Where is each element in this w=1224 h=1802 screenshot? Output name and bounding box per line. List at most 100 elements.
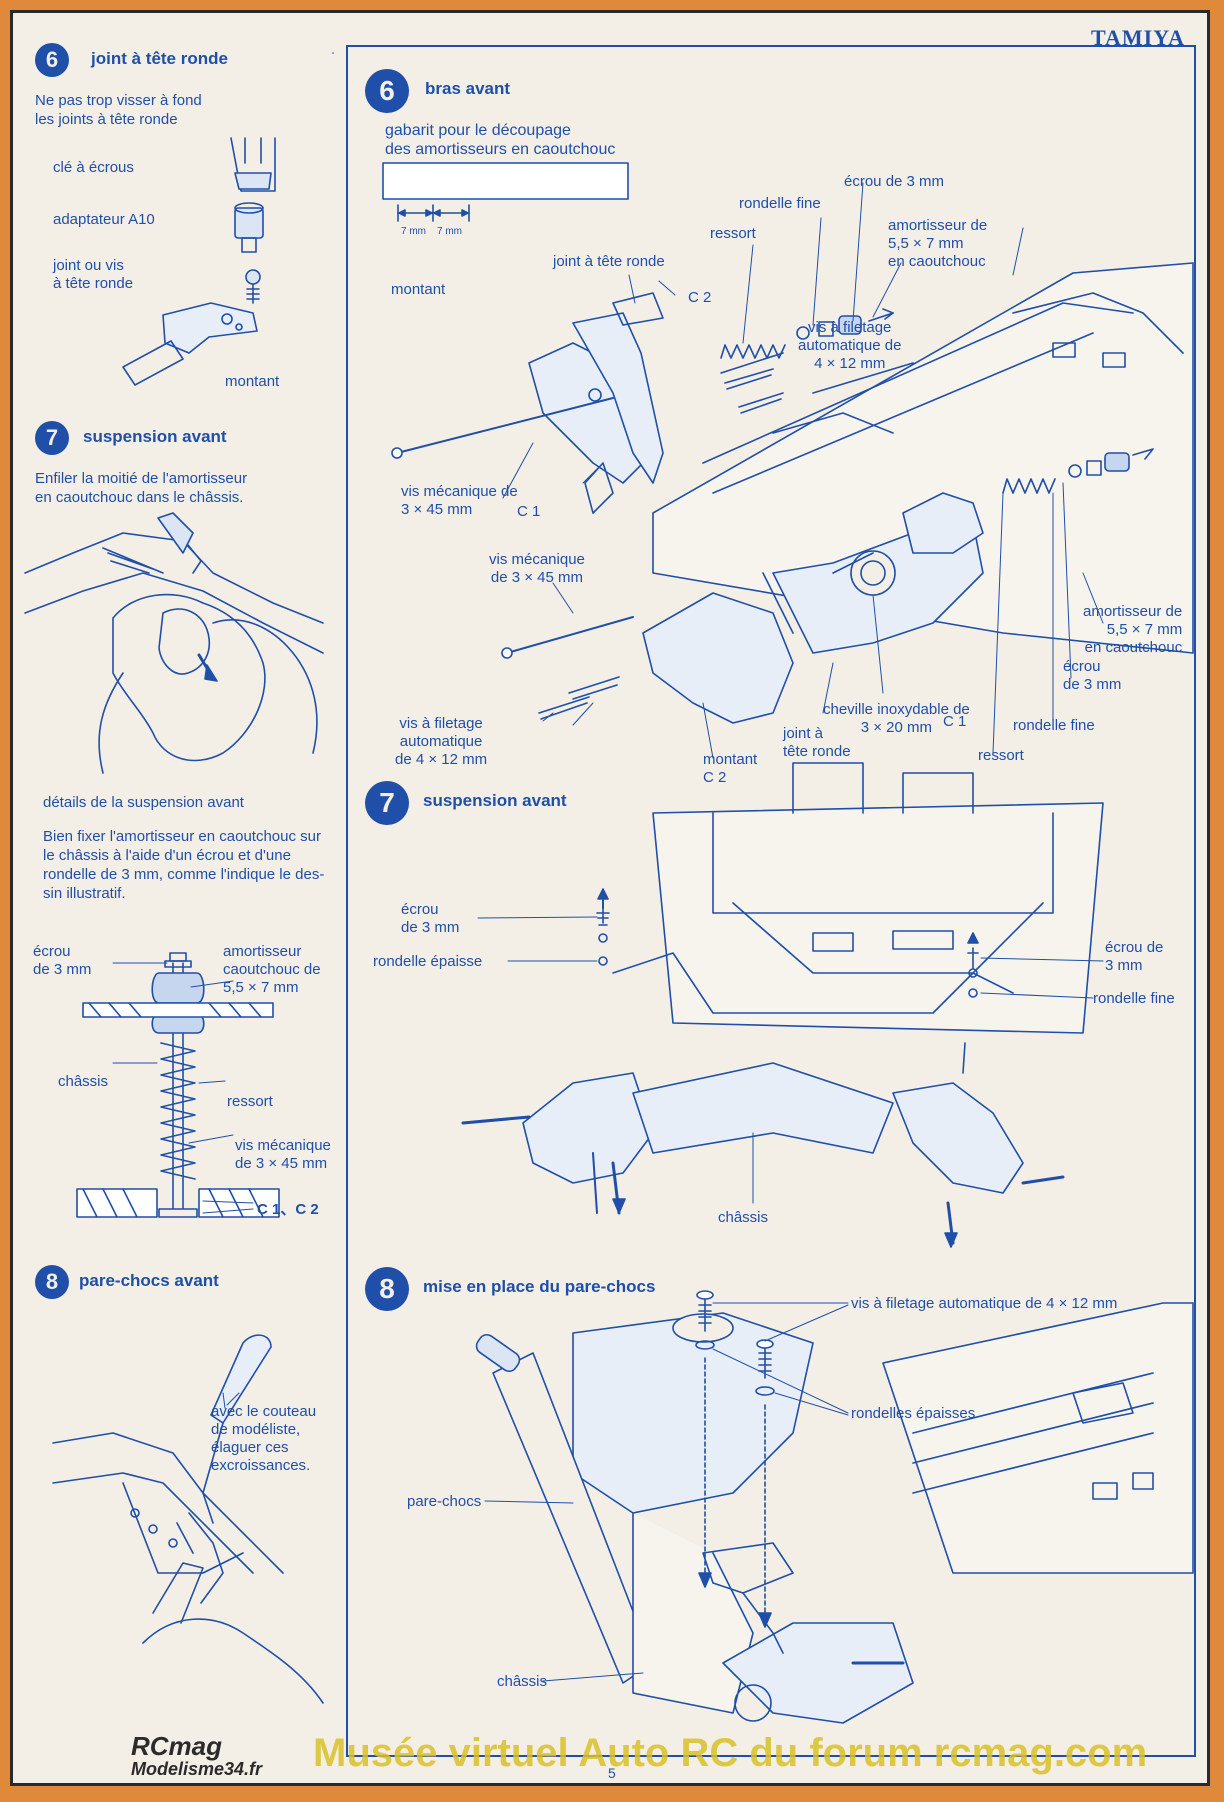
label-line: 3 × 45 mm	[401, 501, 473, 518]
step-7-title-right: suspension avant	[423, 791, 567, 810]
label-line: de 3 × 45 mm	[235, 1155, 328, 1172]
label-line: écrou	[401, 901, 439, 918]
details-line: sin illustratif.	[43, 885, 126, 902]
label-ecrou-left: écrou de 3 mm	[33, 943, 91, 979]
details-line: rondelle de 3 mm, comme l'indique le des…	[43, 866, 325, 883]
label-adaptateur: adaptateur A10	[53, 211, 155, 228]
mm-label-1: 7 mm	[401, 226, 426, 237]
label-ecrou-right: écrou de 3 mm	[1063, 658, 1121, 694]
adapter-icon	[234, 202, 264, 253]
step-7-instruction: Enfiler la moitié de l'amortisseur en ca…	[35, 469, 247, 507]
label-ecrou-s7-left: écrou de 3 mm	[401, 901, 459, 937]
label-line: vis mécanique de	[401, 483, 518, 500]
label-line: de 3 mm	[1063, 676, 1122, 693]
modelisme34-logo: Modelisme34.fr	[131, 1759, 263, 1779]
illustrations	[24, 52, 1194, 1724]
label-c1-bot: C 1	[943, 713, 967, 730]
step-8-title-left: pare-chocs avant	[79, 1271, 219, 1290]
label-line: écrou de	[1105, 939, 1164, 956]
label-c2-top: C 2	[688, 289, 712, 306]
front-arm-exploded-view	[391, 262, 1194, 724]
label-line: caoutchouc de	[223, 961, 321, 978]
label-c1c2-left: C 1、C 2	[257, 1201, 319, 1218]
label-c2-bot: C 2	[703, 769, 727, 786]
details-line: le châssis à l'aide d'un écrou et d'une	[43, 847, 291, 864]
suspension-detail-diagram	[76, 952, 280, 1218]
label-line: écrou	[1063, 658, 1101, 675]
step-6-title-left: joint à tête ronde	[91, 49, 228, 68]
main-instructions-panel	[346, 45, 1196, 1757]
label-line: 3 × 20 mm	[860, 719, 933, 736]
label-line: de modéliste,	[211, 1421, 301, 1438]
label-ecrou-top: écrou de 3 mm	[844, 173, 945, 190]
label-rondelle-fine-s7: rondelle fine	[1093, 990, 1175, 1007]
bumper-install-illustration	[475, 1290, 1194, 1724]
label-line: tête ronde	[783, 743, 851, 760]
label-vis-filetage-bot: vis à filetage automatique de 4 × 12 mm	[395, 715, 487, 769]
label-line: de 3 mm	[401, 919, 460, 936]
label-joint-bot: joint à tête ronde	[783, 725, 851, 761]
label-line: avec le couteau	[211, 1403, 317, 1420]
step-6-number-left: 6	[35, 43, 69, 77]
wrench-icon	[230, 137, 276, 192]
label-line: vis à filetage	[399, 715, 483, 732]
page-number: 5	[608, 1765, 616, 1781]
label-parechocs-s8: pare-chocs	[407, 1493, 482, 1510]
label-line: amortisseur de	[888, 217, 988, 234]
label-amortisseur-right: amortisseur de 5,5 × 7 mm en caoutchouc	[1083, 603, 1182, 657]
label-chassis-s7: châssis	[718, 1209, 769, 1226]
gabarit-line: des amortisseurs en caoutchouc	[385, 141, 616, 158]
step-7-title-left: suspension avant	[83, 427, 227, 446]
label-line: en caoutchouc	[1084, 639, 1183, 656]
ball-joint-icon	[245, 269, 261, 304]
knuckle-icon	[122, 302, 258, 386]
step-8-number-left: 8	[35, 1265, 69, 1299]
label-vis-filetage-top: vis à filetage automatique de 4 × 12 mm	[798, 319, 901, 373]
label-line: vis mécanique	[489, 551, 585, 568]
label-vis-meca-1: vis mécanique de 3 × 45 mm	[401, 483, 518, 519]
details-title: détails de la suspension avant	[43, 794, 244, 811]
label-rondelle-right: rondelle fine	[1013, 717, 1095, 734]
step-8-title-right: mise en place du pare-chocs	[423, 1277, 656, 1296]
step-6-number-right: 6	[365, 69, 409, 113]
front-suspension-assembly	[461, 762, 1104, 1248]
label-line: à tête ronde	[53, 275, 134, 292]
step-8-number-right: 8	[365, 1267, 409, 1311]
gabarit-text: gabarit pour le découpage des amortisseu…	[385, 121, 615, 159]
label-vis-s8: vis à filetage automatique de 4 × 12 mm	[851, 1295, 1118, 1312]
label-montant-bot: montant	[703, 751, 758, 768]
label-vis-left: vis mécanique de 3 × 45 mm	[235, 1137, 331, 1173]
label-line: vis mécanique	[235, 1137, 331, 1154]
label-joint: joint ou vis à tête ronde	[53, 257, 133, 293]
manual-page: TAMIYA	[10, 10, 1210, 1786]
label-line: 5,5 × 7 mm	[1106, 621, 1183, 638]
label-line: automatique de	[798, 337, 902, 354]
label-line: élaguer ces	[211, 1439, 289, 1456]
label-vis-meca-2: vis mécanique de 3 × 45 mm	[489, 551, 585, 587]
label-line: 3 mm	[1105, 957, 1143, 974]
label-line: excroissances.	[211, 1457, 311, 1474]
label-line: joint à	[783, 725, 824, 742]
rcmag-logo: RCmag	[131, 1731, 223, 1761]
forum-watermark: Musée virtuel Auto RC du forum rcmag.com	[313, 1731, 1148, 1775]
label-line: automatique	[399, 733, 483, 750]
instr-line: Ne pas trop visser à fond	[35, 92, 202, 109]
label-couteau: avec le couteau de modéliste, élaguer ce…	[211, 1403, 316, 1475]
label-line: amortisseur de	[1083, 603, 1183, 620]
label-ressort-top: ressort	[710, 225, 756, 242]
label-cheville: cheville inoxydable de 3 × 20 mm	[823, 701, 970, 737]
label-line: cheville inoxydable de	[823, 701, 970, 718]
label-line: vis à filetage	[808, 319, 892, 336]
label-line: 5,5 × 7 mm	[888, 235, 964, 252]
instr-line: Enfiler la moitié de l'amortisseur	[35, 470, 248, 487]
label-rondelle-epaisse: rondelle épaisse	[373, 953, 483, 970]
details-paragraph: Bien fixer l'amortisseur en caoutchouc s…	[43, 827, 324, 903]
label-rondelle-top: rondelle fine	[739, 195, 821, 212]
label-line: 5,5 × 7 mm	[223, 979, 299, 996]
step-7-number-right: 7	[365, 781, 409, 825]
label-chassis-s8: châssis	[497, 1673, 548, 1690]
label-amortisseur-top: amortisseur de 5,5 × 7 mm en caoutchouc	[888, 217, 987, 271]
step-6-title-right: bras avant	[425, 79, 511, 98]
label-amortisseur-left: amortisseur caoutchouc de 5,5 × 7 mm	[223, 943, 321, 997]
label-cle: clé à écrous	[53, 159, 134, 176]
